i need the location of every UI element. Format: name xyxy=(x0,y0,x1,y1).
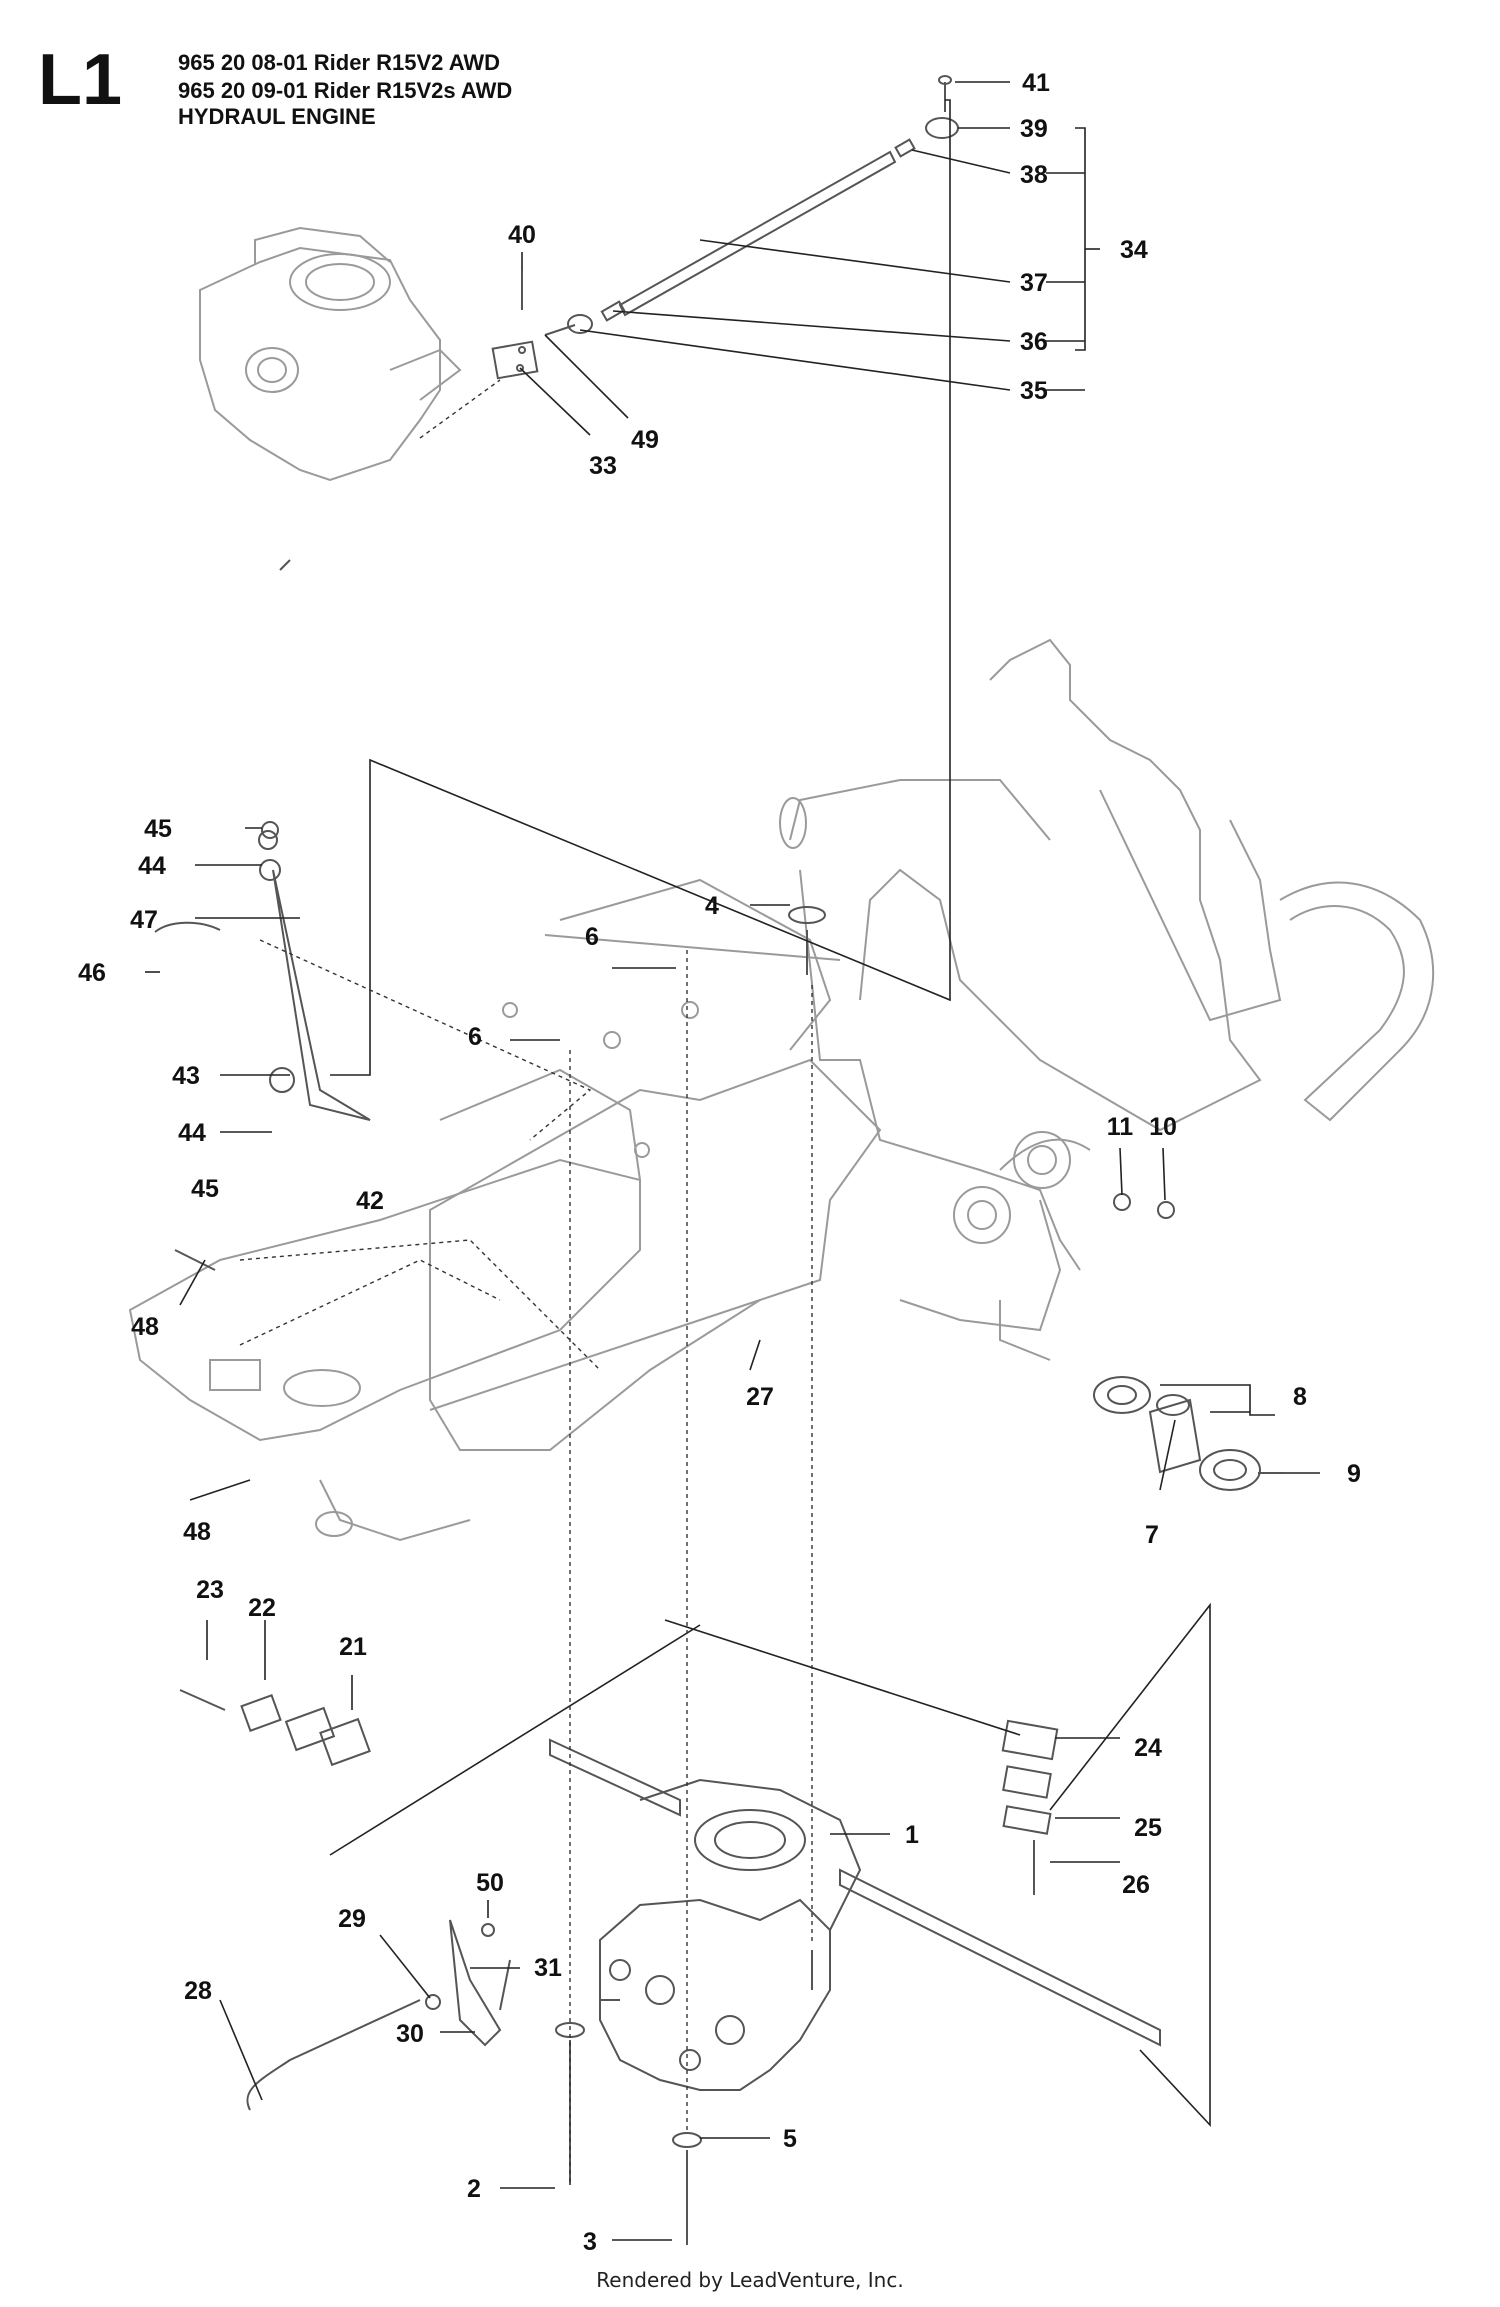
callout-29: 29 xyxy=(338,1905,366,1933)
leader-lines xyxy=(145,81,1320,2241)
callout-23: 23 xyxy=(196,1576,224,1604)
callout-9: 9 xyxy=(1347,1460,1361,1488)
callout-6-top: 6 xyxy=(585,923,599,951)
callout-47: 47 xyxy=(130,906,158,934)
callout-48-top: 48 xyxy=(131,1313,159,1341)
callout-6-mid: 6 xyxy=(468,1023,482,1051)
callout-30: 30 xyxy=(396,2020,424,2048)
main-frame-illustration xyxy=(128,878,882,1542)
callout-43: 43 xyxy=(172,1062,200,1090)
callout-8: 8 xyxy=(1293,1383,1307,1411)
callout-45-bottom: 45 xyxy=(191,1175,219,1203)
callout-26: 26 xyxy=(1122,1871,1150,1899)
callout-4: 4 xyxy=(705,892,719,920)
callout-11: 11 xyxy=(1107,1113,1134,1141)
callout-5: 5 xyxy=(783,2125,797,2153)
callout-50: 50 xyxy=(476,1869,504,1897)
bushing-group-illustration xyxy=(1093,1193,1285,1491)
callout-45-top: 45 xyxy=(144,815,172,843)
callout-numbers: 41 39 38 34 40 37 36 35 49 33 45 44 47 4… xyxy=(78,69,1361,2256)
small-parts-illustration xyxy=(154,559,1059,2245)
callout-38: 38 xyxy=(1020,161,1048,189)
callout-35: 35 xyxy=(1020,377,1048,405)
callout-28: 28 xyxy=(184,1977,212,2005)
section-title: HYDRAUL ENGINE xyxy=(178,104,376,129)
callout-44-top: 44 xyxy=(138,852,166,880)
callout-24: 24 xyxy=(1134,1734,1162,1762)
engine-housing-illustration xyxy=(199,226,462,482)
callout-34: 34 xyxy=(1120,236,1148,264)
callout-10: 10 xyxy=(1149,1113,1177,1141)
callout-39: 39 xyxy=(1020,115,1048,143)
callout-27: 27 xyxy=(746,1383,774,1411)
callout-31: 31 xyxy=(534,1954,562,1982)
model-line-1: 965 20 08-01 Rider R15V2 AWD xyxy=(178,50,501,75)
callout-22: 22 xyxy=(248,1594,276,1622)
callout-41: 41 xyxy=(1022,69,1050,97)
callout-33: 33 xyxy=(589,452,617,480)
chassis-frame-illustration xyxy=(779,638,1435,1361)
callout-2: 2 xyxy=(467,2175,481,2203)
callout-40: 40 xyxy=(508,221,536,249)
callout-36: 36 xyxy=(1020,328,1048,356)
callout-21: 21 xyxy=(339,1633,367,1661)
callout-49: 49 xyxy=(631,426,659,454)
callout-37: 37 xyxy=(1020,269,1048,297)
footer-credit: Rendered by LeadVenture, Inc. xyxy=(596,2268,904,2292)
callout-25: 25 xyxy=(1134,1814,1162,1842)
callout-44-bottom: 44 xyxy=(178,1119,206,1147)
callout-42: 42 xyxy=(356,1187,384,1215)
callout-46: 46 xyxy=(78,959,106,987)
callout-1: 1 xyxy=(905,1821,919,1849)
callout-48-bottom: 48 xyxy=(183,1518,211,1546)
model-line-2: 965 20 09-01 Rider R15V2s AWD xyxy=(178,78,513,103)
callout-3: 3 xyxy=(583,2228,597,2256)
callout-7: 7 xyxy=(1145,1521,1159,1549)
dashed-assembly-lines xyxy=(239,939,813,2185)
diagram-code: L1 xyxy=(38,40,123,120)
linkage-rod-assembly xyxy=(419,75,959,439)
transmission-illustration xyxy=(549,1738,1161,2091)
